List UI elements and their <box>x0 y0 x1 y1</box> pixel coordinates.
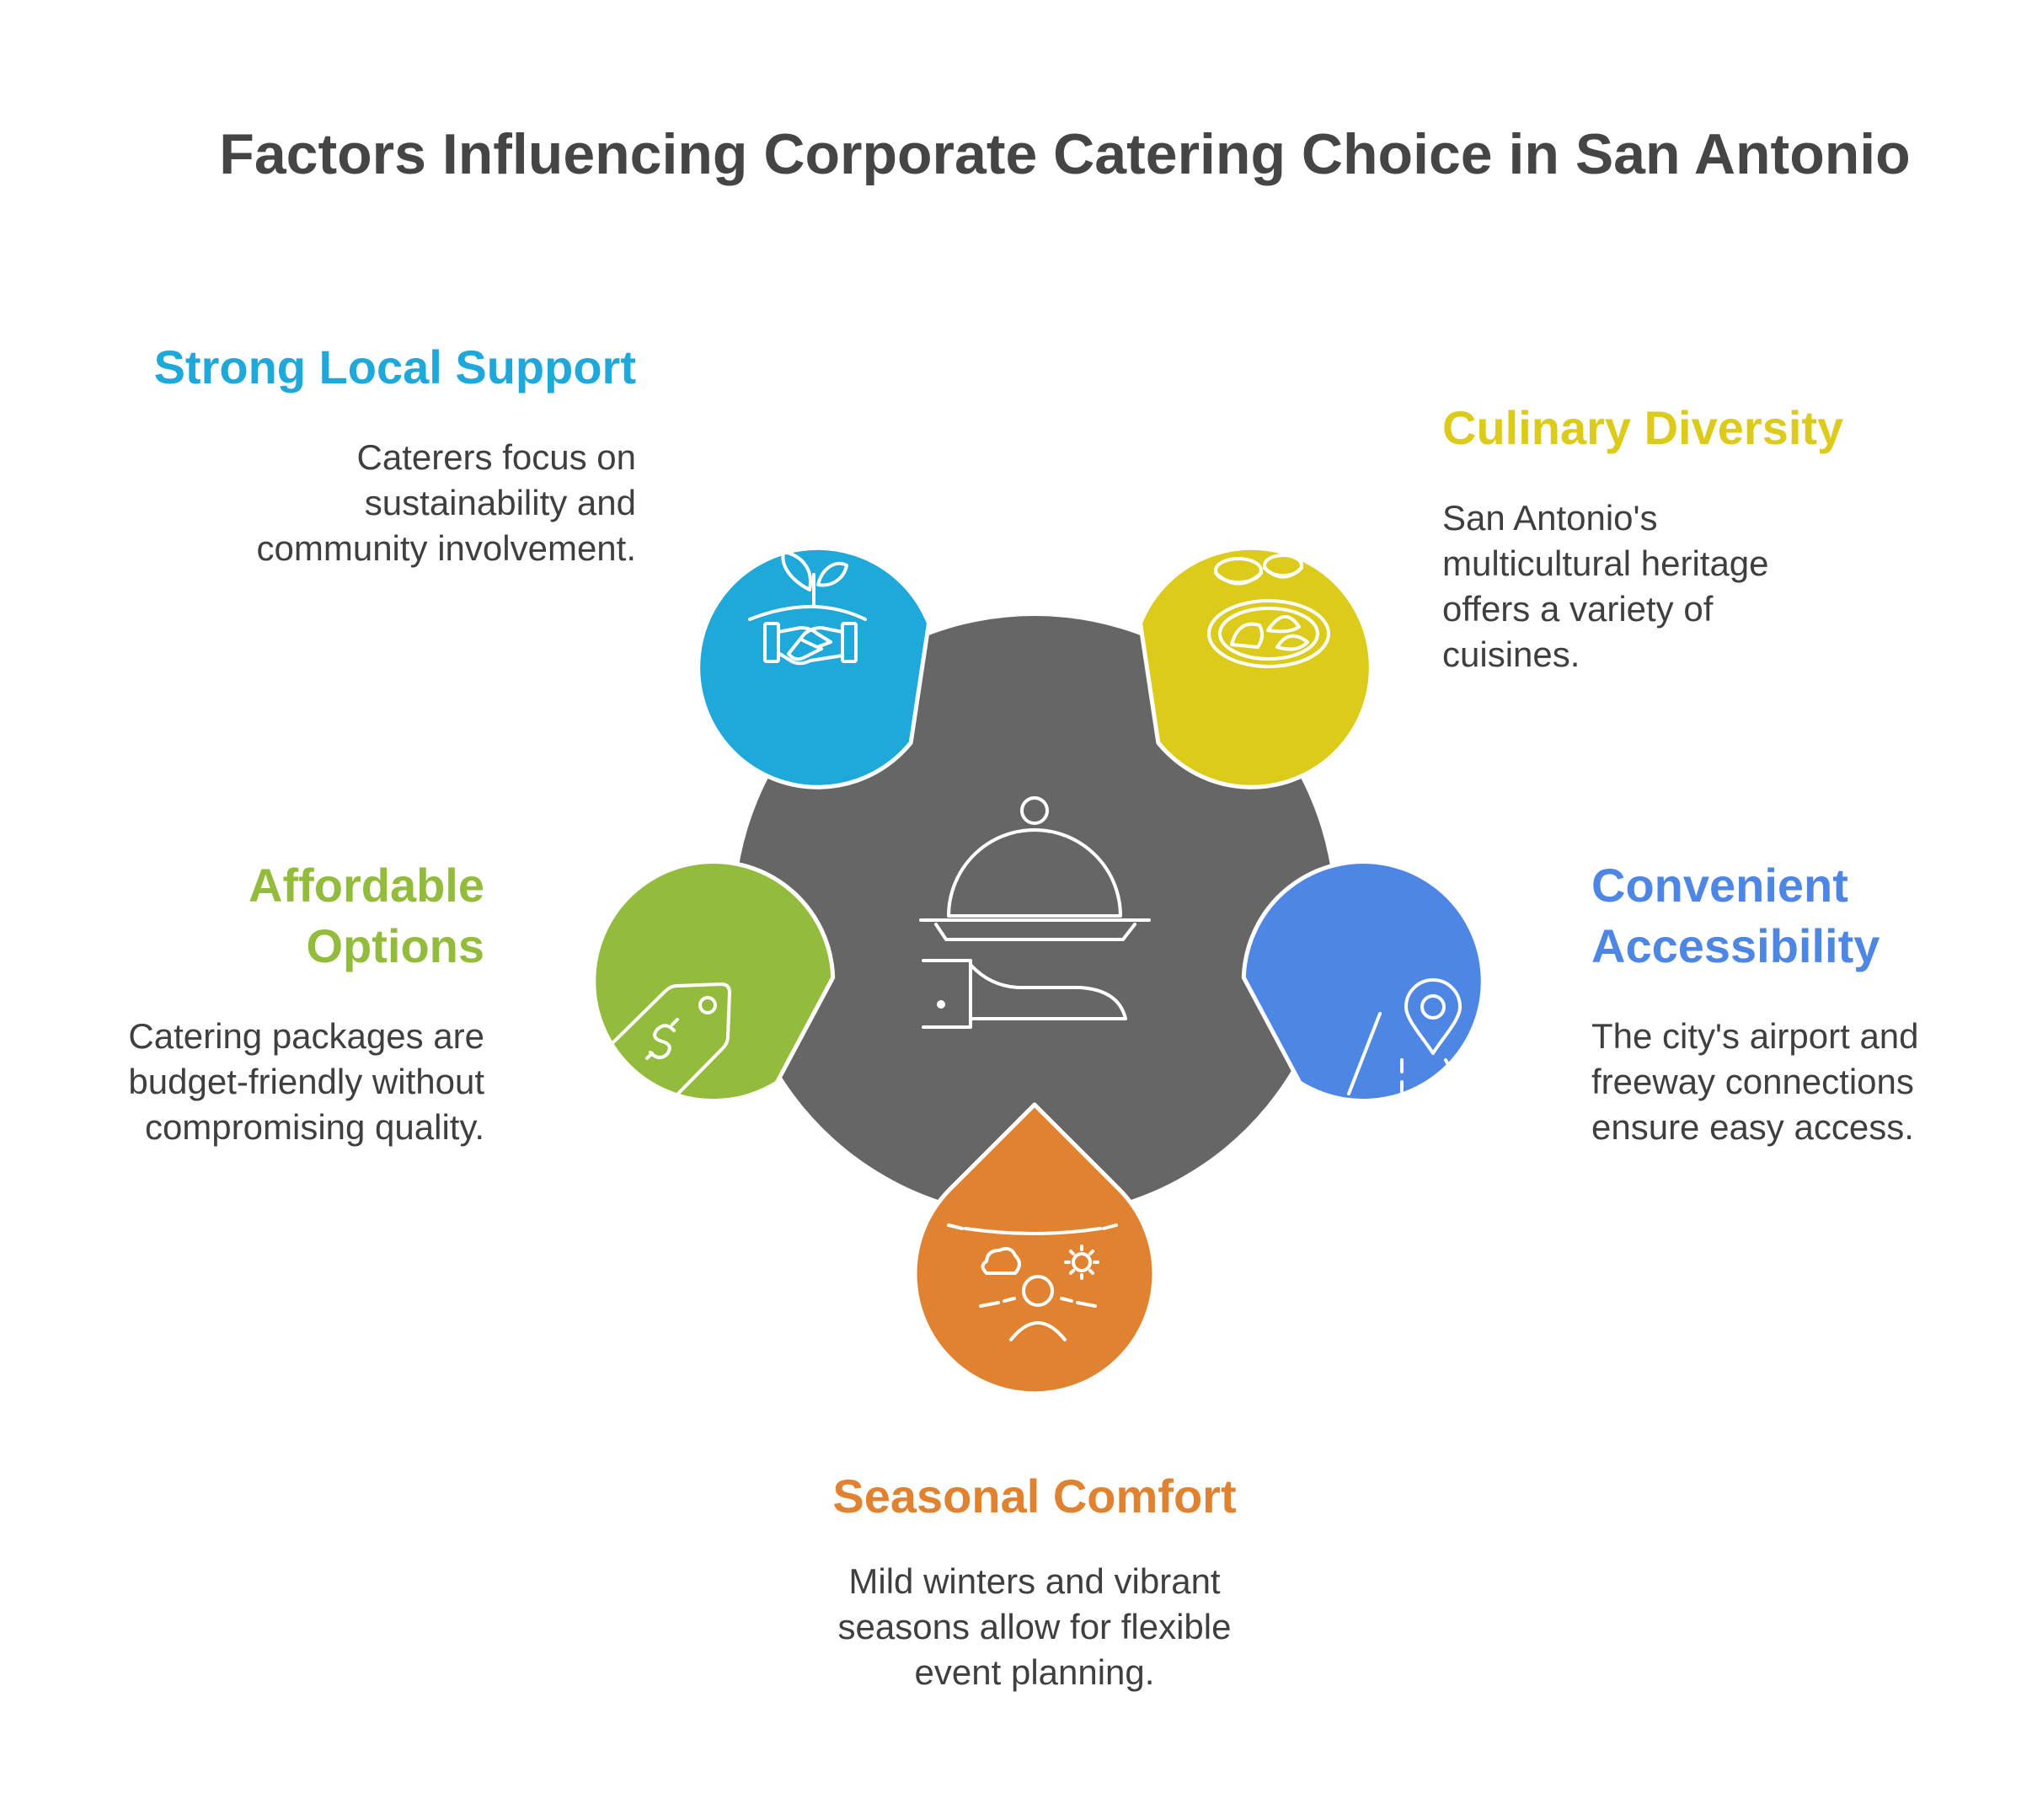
factor-label: Affordable Options <box>249 859 484 972</box>
plant-handshake-icon <box>748 550 867 666</box>
factor-description: San Antonio's multicultural heritage off… <box>1442 498 1769 674</box>
petal-seasonal-comfort <box>912 1102 1157 1396</box>
factor-label: Culinary Diversity <box>1442 401 1844 454</box>
factor-label: Seasonal Comfort <box>832 1469 1237 1523</box>
petal-strong-local-support <box>696 545 931 790</box>
factor-affordable-options: Affordable Options Catering packages are… <box>93 855 484 1150</box>
factor-label: Convenient Accessibility <box>1591 859 1880 972</box>
food-plate-bowls-icon <box>1207 554 1330 668</box>
factor-convenient-accessibility: Convenient Accessibility The city's airp… <box>1591 855 1975 1150</box>
factor-seasonal-comfort: Seasonal Comfort Mild winters and vibran… <box>807 1466 1262 1695</box>
factor-description: Mild winters and vibrant seasons allow f… <box>837 1561 1232 1692</box>
petal-affordable-options <box>591 859 836 1104</box>
price-tag-dollar-icon <box>609 982 731 1105</box>
factor-strong-local-support: Strong Local Support Caterers focus on s… <box>135 337 636 571</box>
factor-culinary-diversity: Culinary Diversity San Antonio's multicu… <box>1442 398 1914 677</box>
person-weather-icon <box>947 1223 1118 1341</box>
factor-label: Strong Local Support <box>153 340 636 393</box>
road-map-pin-icon <box>1347 978 1466 1095</box>
catering-cloche-serving-icon <box>919 796 1151 1029</box>
petal-culinary-diversity <box>1138 545 1373 790</box>
page-title: Factors Influencing Corporate Catering C… <box>219 122 1911 186</box>
factor-description: Caterers focus on sustainability and com… <box>256 437 637 568</box>
factor-description: The city's airport and freeway connectio… <box>1591 1016 1919 1147</box>
factor-description: Catering packages are budget-friendly wi… <box>128 1016 484 1147</box>
